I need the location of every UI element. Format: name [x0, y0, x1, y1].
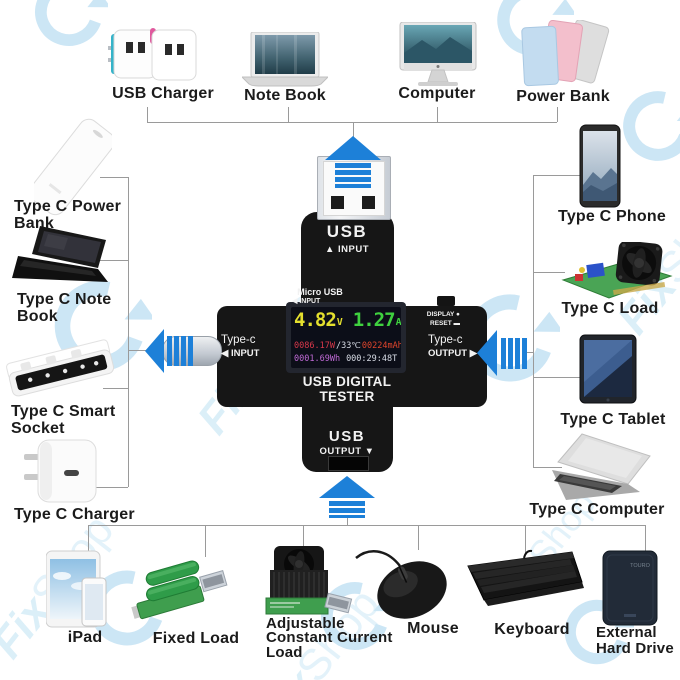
usb-charger-label: USB Charger [112, 85, 214, 102]
keyboard-image [460, 548, 586, 619]
tester-screen: 4.82 V 1.27 A 0086.17W /33℃ 00224mAh 000… [291, 307, 401, 368]
fixshop-logo-watermark [35, 0, 108, 46]
typec-tablet-image [579, 334, 639, 411]
mouse-image [354, 546, 460, 627]
ipad-image [45, 550, 116, 635]
temperature-value: /33℃ [335, 341, 361, 351]
notebook-image [240, 31, 330, 93]
typec-power-bank-image [29, 110, 116, 233]
connector-line [533, 467, 562, 468]
screen-readout-tertiary: 0001.69Wh 000:29:48T [294, 354, 400, 364]
adjustable-load-label: Adjustable Constant Current Load [266, 615, 393, 661]
connector-line [418, 525, 419, 550]
connector-line [533, 175, 583, 176]
connector-line [88, 525, 645, 526]
connector-line [95, 260, 128, 261]
connector-line [533, 377, 583, 378]
usb-output-port [328, 456, 369, 471]
typec-input-port-label: Type-c ◀ INPUT [221, 334, 260, 359]
voltage-value: 4.82 [294, 309, 337, 331]
typec-notebook-image [8, 226, 112, 297]
connector-line [533, 272, 565, 273]
typec-computer-label: Type C Computer [529, 501, 665, 518]
typec-charger-label: Type C Charger [14, 506, 135, 523]
usb-input-port-label: USB ▲ INPUT [324, 222, 370, 255]
connector-line [288, 107, 289, 122]
typec-load-label: Type C Load [561, 300, 659, 317]
power-bank-label: Power Bank [516, 88, 610, 105]
tester-top-arm [301, 212, 394, 308]
ipad-label: iPad [67, 629, 103, 646]
fixshop-logo-watermark [623, 91, 680, 161]
flow-arrow-left-icon [145, 329, 193, 373]
typec-notebook-label: Type C Note Book [17, 291, 112, 325]
mouse-label: Mouse [407, 620, 459, 637]
display-button-label: DISPLAY ● [426, 311, 460, 318]
fixed-load-label: Fixed Load [152, 630, 240, 647]
typec-output-port-label: Type-c OUTPUT ▶ [428, 334, 477, 359]
reset-button-label: RESET ▬ [430, 320, 460, 327]
connector-line [525, 525, 526, 555]
energy-value: 0001.69Wh [294, 354, 341, 364]
current-unit: A [395, 317, 401, 328]
flow-arrow-left-icon [477, 330, 527, 376]
connector-line [96, 487, 128, 488]
power-value: 0086.17W [294, 341, 335, 351]
connector-line [147, 122, 557, 123]
flow-arrow-up-icon [319, 476, 375, 518]
typec-computer-image [552, 432, 656, 507]
screen-readout-primary: 4.82 V 1.27 A [294, 309, 401, 331]
connector-line [557, 107, 558, 122]
display-reset-buttons-label: DISPLAY ● RESET ▬ [410, 311, 460, 327]
typec-phone-image [579, 124, 623, 215]
typec-tablet-label: Type C Tablet [560, 411, 666, 428]
voltage-unit: V [336, 317, 343, 328]
connector-line [103, 388, 128, 389]
power-bank-image [514, 19, 612, 93]
tester-title: USB DIGITAL TESTER [302, 374, 392, 404]
usb-output-port-label: USB OUTPUT ▼ [319, 428, 375, 457]
usb-plug-contact [331, 196, 344, 209]
usb-charger-image [108, 20, 213, 91]
typec-phone-label: Type C Phone [558, 208, 666, 225]
typec-power-bank-label: Type C Power Bank [14, 198, 122, 232]
time-value: 000:29:48T [346, 354, 398, 364]
hdd-brand-text: TOURO [630, 563, 650, 569]
computer-image [392, 21, 484, 97]
connector-line [437, 107, 438, 122]
typec-smart-socket-label: Type C Smart Socket [11, 403, 116, 437]
external-hdd-label: External Hard Drive [596, 624, 674, 657]
micro-usb-port-label: Micro USB ◀ INPUT [292, 287, 343, 305]
usb-plug-contact [362, 196, 375, 209]
tester-side-switch [437, 296, 455, 306]
notebook-label: Note Book [244, 87, 326, 104]
connector-line [303, 525, 304, 553]
connector-line [88, 525, 89, 557]
connector-line [353, 122, 354, 140]
connector-line [205, 525, 206, 557]
connector-line [100, 177, 128, 178]
external-hdd-image: TOURO [602, 550, 660, 633]
typec-charger-image [18, 436, 104, 515]
connector-line [347, 515, 348, 525]
fixed-load-image [126, 554, 244, 627]
connector-line [147, 107, 148, 122]
connector-line [533, 175, 534, 467]
flow-arrow-up-icon [325, 136, 381, 188]
computer-label: Computer [398, 85, 476, 102]
capacity-value: 00224mAh [361, 341, 401, 351]
connector-line [645, 525, 646, 557]
current-value: 1.27 [352, 309, 396, 331]
typec-load-image [561, 240, 675, 305]
screen-readout-secondary: 0086.17W /33℃ 00224mAh [294, 341, 401, 351]
keyboard-label: Keyboard [494, 621, 570, 638]
